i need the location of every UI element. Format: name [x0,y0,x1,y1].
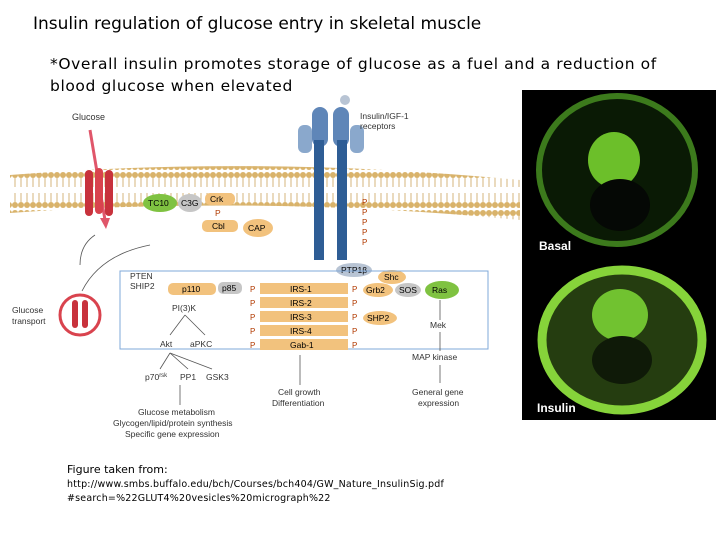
glut4-vesicle [58,293,102,337]
basal-label: Basal [539,239,571,253]
svg-text:P: P [352,313,357,322]
svg-text:Ras: Ras [432,285,447,295]
svg-text:SOS: SOS [399,285,417,295]
p70-label: p70rsk [145,372,168,382]
svg-text:Glucose metabolism: Glucose metabolism [138,407,215,417]
svg-text:transport: transport [12,316,46,326]
svg-text:SHP2: SHP2 [367,313,389,323]
svg-text:P: P [362,198,367,207]
svg-text:P: P [250,327,255,336]
receptor-label-2: receptors [360,121,395,131]
svg-text:Gab-1: Gab-1 [290,340,314,350]
svg-text:IRS-3: IRS-3 [290,312,312,322]
glut4-micrograph: Basal Insulin [522,90,716,420]
crk-node [205,193,235,205]
map-kinase-label: MAP kinase [412,352,457,362]
insulin-signaling-diagram: Glucose Insulin/IGF-1 receptors P P P P … [10,95,520,439]
svg-text:P: P [250,313,255,322]
subtitle: *Overall insulin promotes storage of glu… [50,55,657,95]
svg-text:Specific gene expression: Specific gene expression [125,429,220,439]
insulin-label: Insulin [537,401,576,415]
page-title: Insulin regulation of glucose entry in s… [33,14,482,34]
svg-text:P: P [215,208,221,218]
svg-text:P: P [352,341,357,350]
svg-text:P: P [250,299,255,308]
receptor-phospho-sites: P P P P P [362,198,367,247]
glut-transporter [85,168,113,216]
svg-text:IRS-4: IRS-4 [290,326,312,336]
svg-text:TC10: TC10 [148,198,169,208]
grb2-node [363,283,393,297]
svg-text:P: P [362,208,367,217]
irs-phospho-right: P P P P P [352,285,357,350]
c3g-node [178,194,202,212]
shp2-node [363,311,397,325]
irs-stack: IRS-1 IRS-2 IRS-3 IRS-4 Gab-1 [260,283,348,350]
ras-node [425,281,459,299]
source-url: http://www.smbs.buffalo.edu/bch/Courses/… [67,479,445,504]
svg-text:P: P [250,341,255,350]
irs-phospho-left: P P P P P [250,285,255,350]
svg-text:SHIP2: SHIP2 [130,281,155,291]
svg-text:IRS-2: IRS-2 [290,298,312,308]
svg-text:P: P [352,285,357,294]
sos-node [395,283,421,297]
tc10-node [143,194,177,212]
mek-label: Mek [430,320,447,330]
svg-text:Crk: Crk [210,194,224,204]
glucose-label: Glucose [72,112,105,122]
apkc-label: aPKC [190,339,212,349]
p110-node [168,283,216,295]
figure-credit: Figure taken from: [67,463,168,476]
cap-node [243,219,273,237]
svg-text:P: P [352,327,357,336]
svg-text:p85: p85 [222,283,236,293]
akt-label: Akt [160,339,173,349]
svg-text:General gene: General gene [412,387,464,397]
svg-text:Grb2: Grb2 [366,285,385,295]
svg-text:P: P [362,218,367,227]
svg-text:p110: p110 [182,284,201,294]
pp1-label: PP1 [180,372,196,382]
svg-text:P: P [362,228,367,237]
svg-text:P: P [352,299,357,308]
cell-membrane [10,166,520,220]
p85-node [218,282,242,294]
receptor-label-1: Insulin/IGF-1 [360,111,409,121]
svg-text:CAP: CAP [248,223,266,233]
shc-node [378,270,406,284]
svg-text:C3G: C3G [181,198,198,208]
gsk3-label: GSK3 [206,372,229,382]
pi3k-label: PI(3)K [172,303,196,313]
svg-text:P: P [250,285,255,294]
svg-text:PTP1β: PTP1β [341,265,367,275]
svg-text:Differentiation: Differentiation [272,398,325,408]
svg-text:IRS-1: IRS-1 [290,284,312,294]
svg-text:Glycogen/lipid/protein synthes: Glycogen/lipid/protein synthesis [113,418,233,428]
svg-text:P: P [362,238,367,247]
svg-text:Glucose: Glucose [12,305,43,315]
svg-text:Cell growth: Cell growth [278,387,321,397]
cbl-node [202,220,238,232]
svg-text:expression: expression [418,398,459,408]
svg-text:PTEN: PTEN [130,271,153,281]
svg-text:Cbl: Cbl [212,221,225,231]
svg-text:Shc: Shc [384,272,399,282]
ptp1b-node [336,263,372,277]
insulin-receptor [298,95,364,260]
